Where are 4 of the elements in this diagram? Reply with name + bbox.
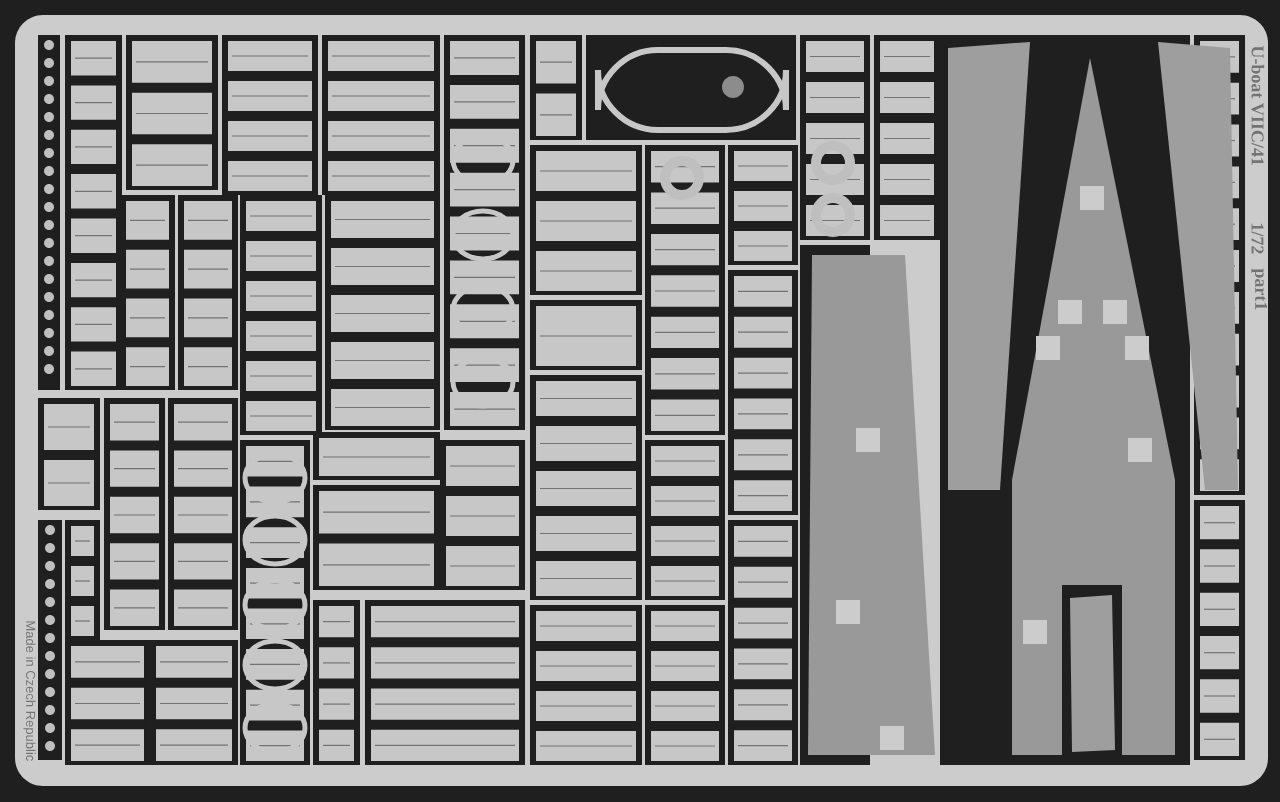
inscription: part1 (1251, 268, 1268, 310)
inscription: Made in Czech Republic (23, 621, 36, 761)
inscription: U-boat VIIC/41 (1251, 45, 1265, 165)
inscription: 1/72 (1251, 223, 1264, 254)
